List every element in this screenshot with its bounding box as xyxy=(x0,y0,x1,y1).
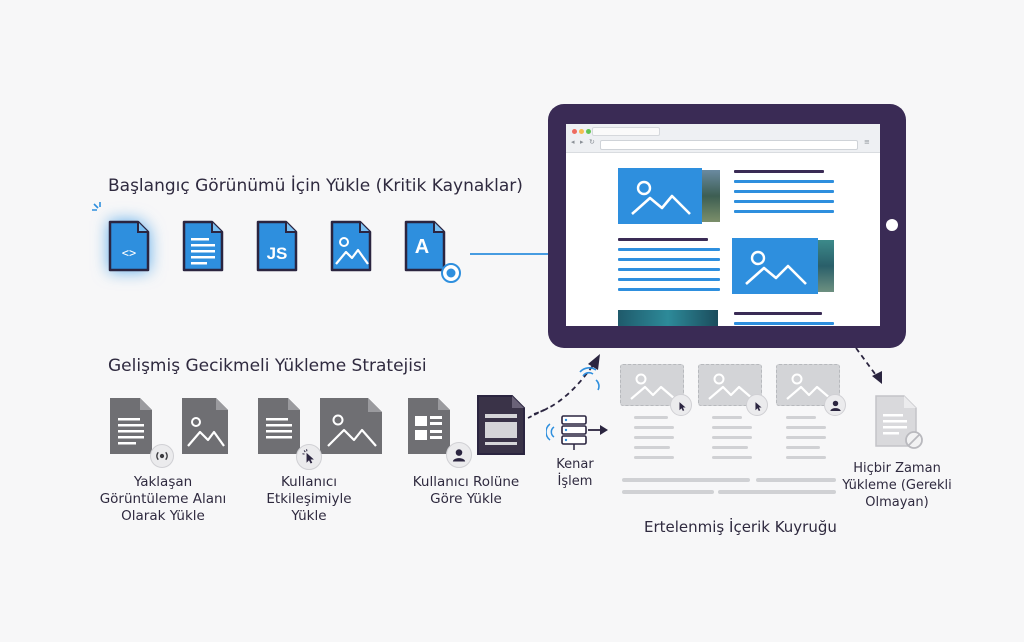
queue-line xyxy=(634,426,674,429)
text-line xyxy=(618,268,720,271)
strategy-title: Gelişmiş Gecikmeli Yükleme Stratejisi xyxy=(108,356,427,376)
signal-waves-icon xyxy=(576,366,602,392)
deferred-cursor-icon xyxy=(670,394,692,416)
queue-line xyxy=(712,436,752,439)
text-line xyxy=(734,200,834,203)
font-file-icon xyxy=(404,220,446,272)
queue-line xyxy=(712,426,752,429)
queue-line xyxy=(634,446,670,449)
text-line xyxy=(734,210,834,213)
queue-line xyxy=(622,478,750,482)
deferred-queue-title: Ertelenmiş İçerik Kuyruğu xyxy=(644,518,837,536)
text-line xyxy=(618,238,708,241)
interaction-load-label: Kullanıcı Etkileşimiyle Yükle xyxy=(266,474,352,524)
photo-strip-2 xyxy=(818,240,834,292)
dashed-arrows xyxy=(530,340,910,440)
queue-line xyxy=(786,436,826,439)
queue-line xyxy=(634,456,674,459)
close-dot-icon xyxy=(572,129,577,134)
minimize-dot-icon xyxy=(579,129,584,134)
text-line xyxy=(734,312,822,315)
image-file-icon xyxy=(330,220,372,272)
dashed-in-arrow xyxy=(526,404,552,420)
browser-tab xyxy=(592,127,660,136)
text-line xyxy=(618,258,720,261)
queue-line xyxy=(756,478,836,482)
queue-line xyxy=(786,456,826,459)
never-load-label: Hiçbir Zaman Yükleme (Gerekli Olmayan) xyxy=(842,461,952,510)
html-code-glyph: <> xyxy=(121,246,137,260)
viewport-signal-icon xyxy=(150,444,174,468)
initial-load-title: Başlangıç Görünümü İçin Yükle (Kritik Ka… xyxy=(108,176,523,196)
viewport-load-label: Yaklaşan Görüntüleme Alanı Olarak Yükle xyxy=(99,474,227,524)
queue-line xyxy=(634,436,674,439)
queue-line xyxy=(712,416,742,419)
text-line xyxy=(618,278,720,281)
role-load-label: Kullanıcı Rolüne Göre Yükle xyxy=(412,474,520,507)
grey-layout-icon xyxy=(406,396,452,456)
font-letter: A xyxy=(414,236,430,258)
dark-document-icon xyxy=(476,394,526,456)
document-file-icon xyxy=(182,220,224,272)
grey-document-icon xyxy=(256,396,302,456)
maximize-dot-icon xyxy=(586,129,591,134)
tablet-home-button xyxy=(886,219,898,231)
cursor-click-icon xyxy=(296,444,322,470)
queue-line xyxy=(786,426,826,429)
edge-processing-label: Kenar İşlem xyxy=(556,457,594,489)
queue-line xyxy=(786,416,816,419)
queue-line xyxy=(718,490,836,494)
page-image-1 xyxy=(618,168,702,224)
menu-icon: ≡ xyxy=(864,138,870,146)
queue-line xyxy=(786,446,820,449)
html-file-icon xyxy=(108,220,150,272)
forward-arrow-icon: ▸ xyxy=(580,138,584,146)
text-line xyxy=(618,288,720,291)
deferred-user-icon xyxy=(824,394,846,416)
queue-line xyxy=(712,456,752,459)
text-line xyxy=(734,190,834,193)
reload-icon: ↻ xyxy=(589,138,595,146)
faded-document-icon xyxy=(874,394,918,448)
grey-image-icon xyxy=(180,396,230,456)
photo-block-3 xyxy=(618,310,718,326)
grey-document-icon xyxy=(108,396,154,456)
text-line xyxy=(618,248,720,251)
queue-line xyxy=(622,490,714,494)
loading-indicator-icon xyxy=(440,262,462,284)
sparkle-icon xyxy=(92,202,108,218)
edge-server-icon xyxy=(545,412,610,452)
text-line xyxy=(734,170,824,173)
queue-line xyxy=(634,416,668,419)
browser-toolbar: ◂ ▸ ↻ ≡ xyxy=(566,124,880,153)
user-role-icon xyxy=(446,442,472,468)
address-bar xyxy=(600,140,858,150)
js-file-icon xyxy=(256,220,298,272)
text-line xyxy=(734,180,834,183)
queue-line xyxy=(712,446,748,449)
prohibited-icon xyxy=(904,430,924,450)
back-arrow-icon: ◂ xyxy=(571,138,575,146)
grey-image-icon xyxy=(318,396,384,456)
page-image-2 xyxy=(732,238,818,294)
text-line xyxy=(734,322,834,325)
photo-strip-1 xyxy=(702,170,720,222)
deferred-cursor-icon xyxy=(746,394,768,416)
browser-window: ◂ ▸ ↻ ≡ xyxy=(566,124,880,326)
js-label: JS xyxy=(266,244,288,263)
